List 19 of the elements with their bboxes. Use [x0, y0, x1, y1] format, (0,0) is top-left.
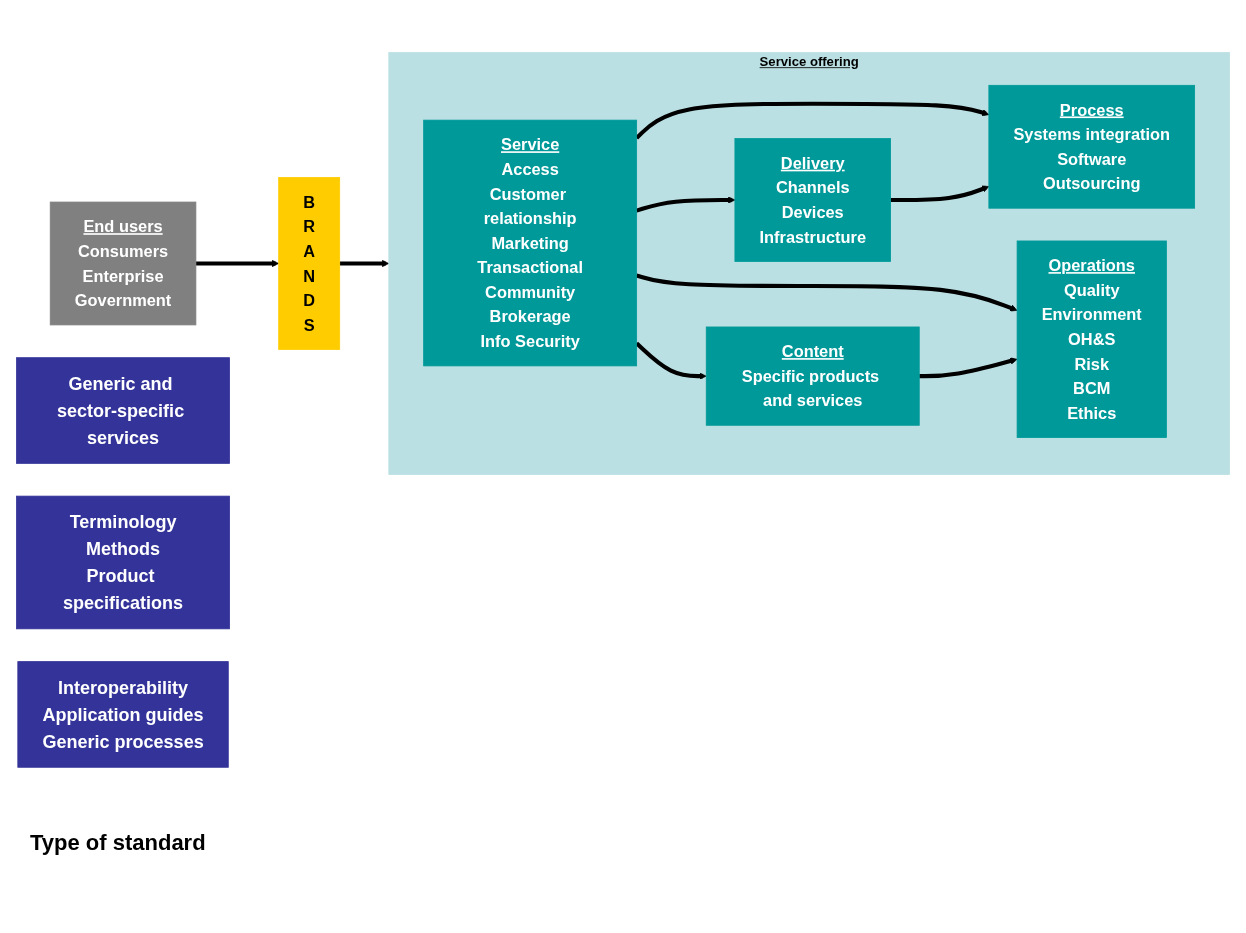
arrow: [635, 341, 707, 380]
node-box: Operations Quality Environment OH&S Risk BCM Ethics: [1016, 240, 1167, 439]
node-box: Generic and sector-specific services: [16, 357, 230, 464]
node-box: Interoperability Application guides Generic processes: [17, 661, 229, 768]
arrow: [890, 185, 990, 203]
node-box: Process Systems integration Software Outsourcing: [988, 85, 1196, 209]
node-box: Terminology Methods Product specifications: [16, 495, 230, 630]
node-box: Content Specific products and services: [705, 326, 920, 426]
node-box: B R A N D S: [278, 177, 341, 350]
arrow: [919, 357, 1018, 379]
arrow: [635, 101, 990, 140]
node-box: Delivery Channels Devices Infrastructure: [734, 138, 891, 262]
arrow: [195, 259, 279, 268]
arrow: [339, 259, 390, 268]
arrow: [636, 273, 1018, 312]
row-label: Type of standard: [30, 830, 206, 856]
node-box: End users Consumers Enterprise Government: [49, 201, 197, 326]
node-box: Service Access Customer relationship Marketing Transactional Community Brokerage Info Security: [423, 119, 638, 367]
arrow: [636, 196, 736, 213]
